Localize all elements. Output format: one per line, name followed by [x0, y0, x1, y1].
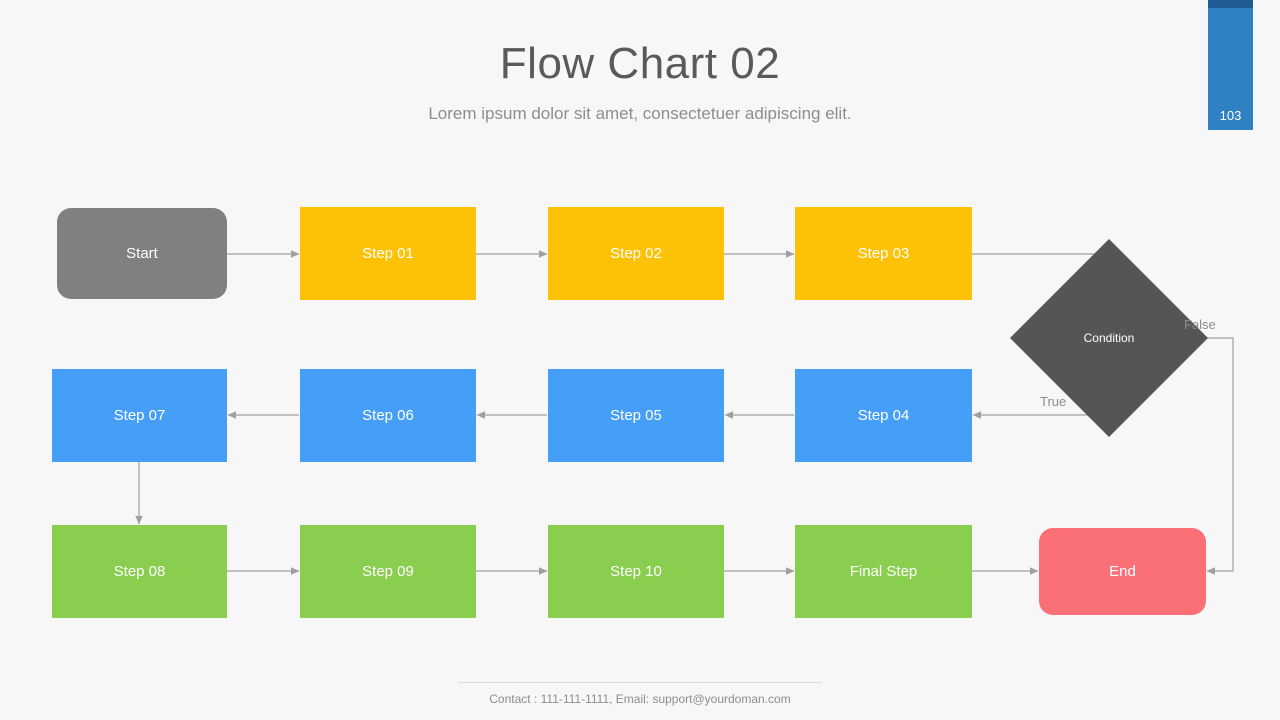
node-start-label: Start [126, 245, 158, 262]
node-step05[interactable]: Step 05 [548, 369, 724, 462]
badge-bar [1208, 8, 1253, 130]
node-step10-label: Step 10 [610, 563, 662, 580]
node-start[interactable]: Start [57, 208, 227, 299]
node-step06[interactable]: Step 06 [300, 369, 476, 462]
branch-label-false: False [1184, 317, 1216, 332]
page-number-badge: 103 [1208, 0, 1253, 130]
node-step04-label: Step 04 [857, 407, 910, 424]
node-step09[interactable]: Step 09 [300, 525, 476, 618]
page-subtitle: Lorem ipsum dolor sit amet, consectetuer… [428, 104, 852, 123]
page-title: Flow Chart 02 [499, 39, 781, 88]
node-condition-label: Condition [1083, 331, 1135, 345]
node-step03[interactable]: Step 03 [795, 207, 972, 300]
page-number: 103 [1219, 108, 1242, 123]
node-condition[interactable]: Condition [1010, 239, 1208, 437]
footer-divider [458, 682, 822, 683]
node-step02[interactable]: Step 02 [548, 207, 724, 300]
node-step01-label: Step 01 [362, 245, 414, 262]
node-step09-label: Step 09 [362, 563, 414, 580]
node-step03-label: Step 03 [857, 245, 910, 262]
node-step05-label: Step 05 [610, 407, 662, 424]
node-step04[interactable]: Step 04 [795, 369, 972, 462]
node-end-label: End [1109, 563, 1136, 580]
node-step07[interactable]: Step 07 [52, 369, 227, 462]
node-step10[interactable]: Step 10 [548, 525, 724, 618]
node-step07-label: Step 07 [113, 407, 166, 424]
node-final-step-label: Final Step [849, 563, 918, 580]
footer-contact: Contact : 111-111-1111, Email: support@y… [489, 692, 791, 706]
node-step01[interactable]: Step 01 [300, 207, 476, 300]
node-step02-label: Step 02 [610, 245, 662, 262]
node-step08[interactable]: Step 08 [52, 525, 227, 618]
node-step06-label: Step 06 [362, 407, 414, 424]
node-end[interactable]: End [1039, 528, 1206, 615]
node-step08-label: Step 08 [113, 563, 166, 580]
node-final-step[interactable]: Final Step [795, 525, 972, 618]
branch-label-true: True [1040, 394, 1067, 409]
badge-cap [1208, 0, 1253, 8]
